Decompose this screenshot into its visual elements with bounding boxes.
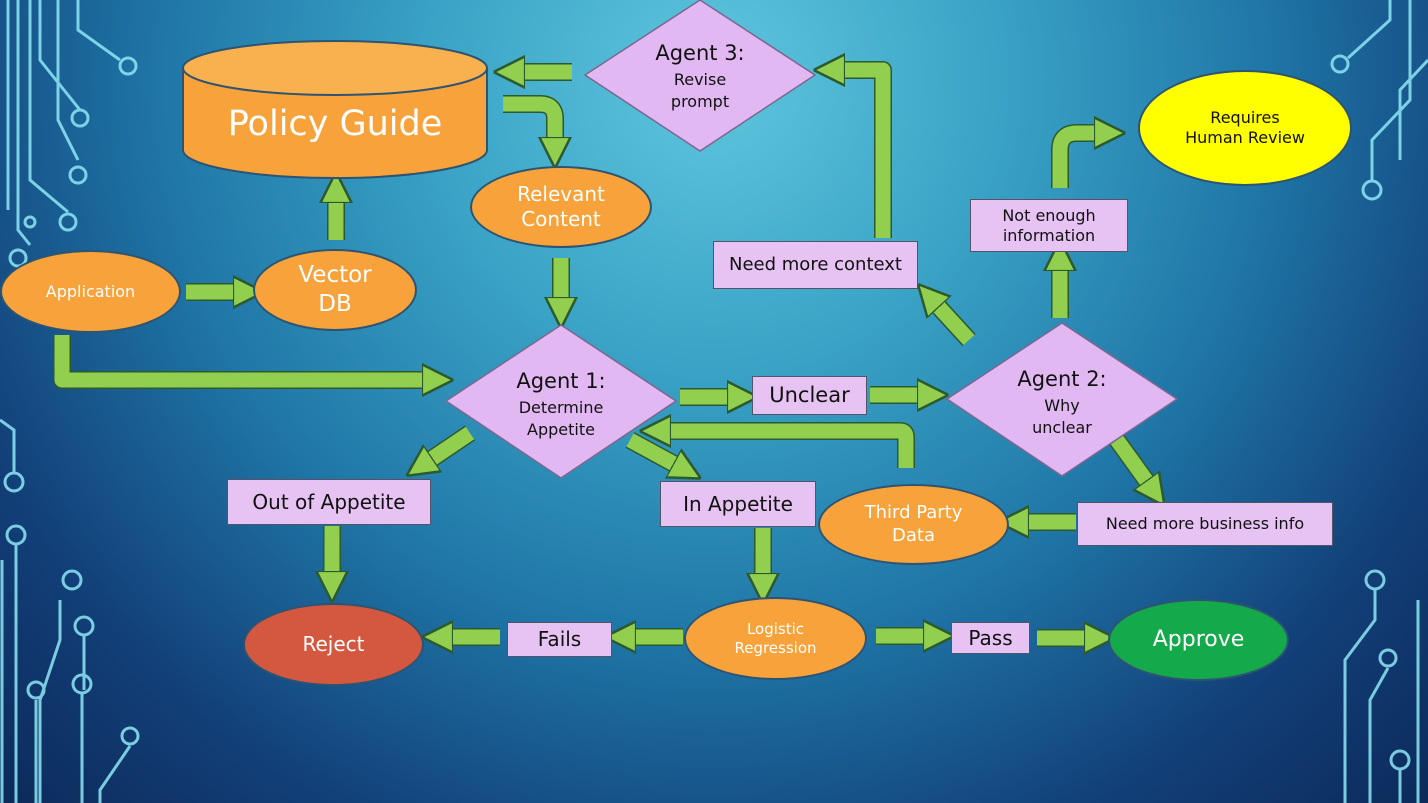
third-party-line2: Data [892,524,935,546]
vector-db-label-line1: Vector [298,262,372,289]
arrow-agent2-to-context [937,305,975,346]
arrow-policy-to-relevant [503,96,555,140]
human-review-node: Requires Human Review [1138,70,1352,186]
relevant-content-node: Relevant Content [470,166,652,248]
not-enough-line2: information [1002,225,1096,245]
need-more-business-info-box: Need more business info [1077,502,1333,546]
agent3-title: Agent 3: [655,41,745,66]
agent1-label: Agent 1: Determine Appetite [476,362,646,446]
vector-db-label-line2: DB [318,291,352,317]
agent2-line1: Why [1044,395,1080,415]
in-appetite-box: In Appetite [660,481,816,527]
relevant-content-line1: Relevant [517,182,605,206]
fails-box: Fails [507,622,612,657]
arrow-application-to-agent1 [54,335,425,380]
logistic-line2: Regression [734,638,817,657]
third-party-data-node: Third Party Data [818,484,1009,565]
agent2-title: Agent 2: [1017,367,1107,392]
human-review-line1: Requires [1210,108,1280,127]
agent1-diamond [444,324,678,479]
agent2-diamond [945,322,1179,477]
approve-node: Approve [1108,599,1289,681]
agent3-line1: Revise [673,69,727,89]
circuit-decoration-left [0,0,140,803]
out-of-appetite-box: Out of Appetite [227,479,431,525]
logistic-line1: Logistic [746,619,805,638]
reject-label: Reject [302,632,365,656]
arrow-notenough-to-human [1052,133,1097,188]
not-enough-information-box: Not enough information [970,199,1128,252]
not-enough-line1: Not enough [1002,205,1096,225]
unclear-box: Unclear [752,376,867,415]
arrow-context-to-agent3 [842,70,891,238]
application-label: Application [45,281,136,301]
arrow-agent1-to-inappetite [626,433,676,465]
need-more-context-box: Need more context [713,241,918,289]
relevant-content-line2: Content [521,207,601,231]
logistic-regression-node: Logistic Regression [684,597,867,680]
agent3-diamond [583,0,817,152]
human-review-line2: Human Review [1185,128,1305,147]
agent1-line1: Determine [518,397,604,417]
policy-guide-cylinder [182,40,488,179]
reject-node: Reject [243,603,424,686]
agent3-line2: prompt [670,91,730,111]
circuit-decoration-right [1330,0,1428,803]
policy-guide-label: Policy Guide [227,104,443,145]
vector-db-node: Vector DB [253,249,417,331]
agent2-label: Agent 2: Why unclear [977,360,1147,444]
arrow-thirdparty-to-agent1 [668,431,914,468]
agent3-label: Agent 3: Revise prompt [615,34,785,118]
arrow-agent2-to-businessinfo [1110,435,1148,483]
agent1-title: Agent 1: [516,369,606,394]
approve-label: Approve [1152,627,1245,653]
third-party-line1: Third Party [864,502,963,523]
arrow-agent1-to-outofappetite [430,426,475,460]
agent1-line2: Appetite [527,419,595,439]
agent2-line2: unclear [1032,417,1092,437]
application-node: Application [0,250,181,333]
pass-box: Pass [951,622,1030,654]
